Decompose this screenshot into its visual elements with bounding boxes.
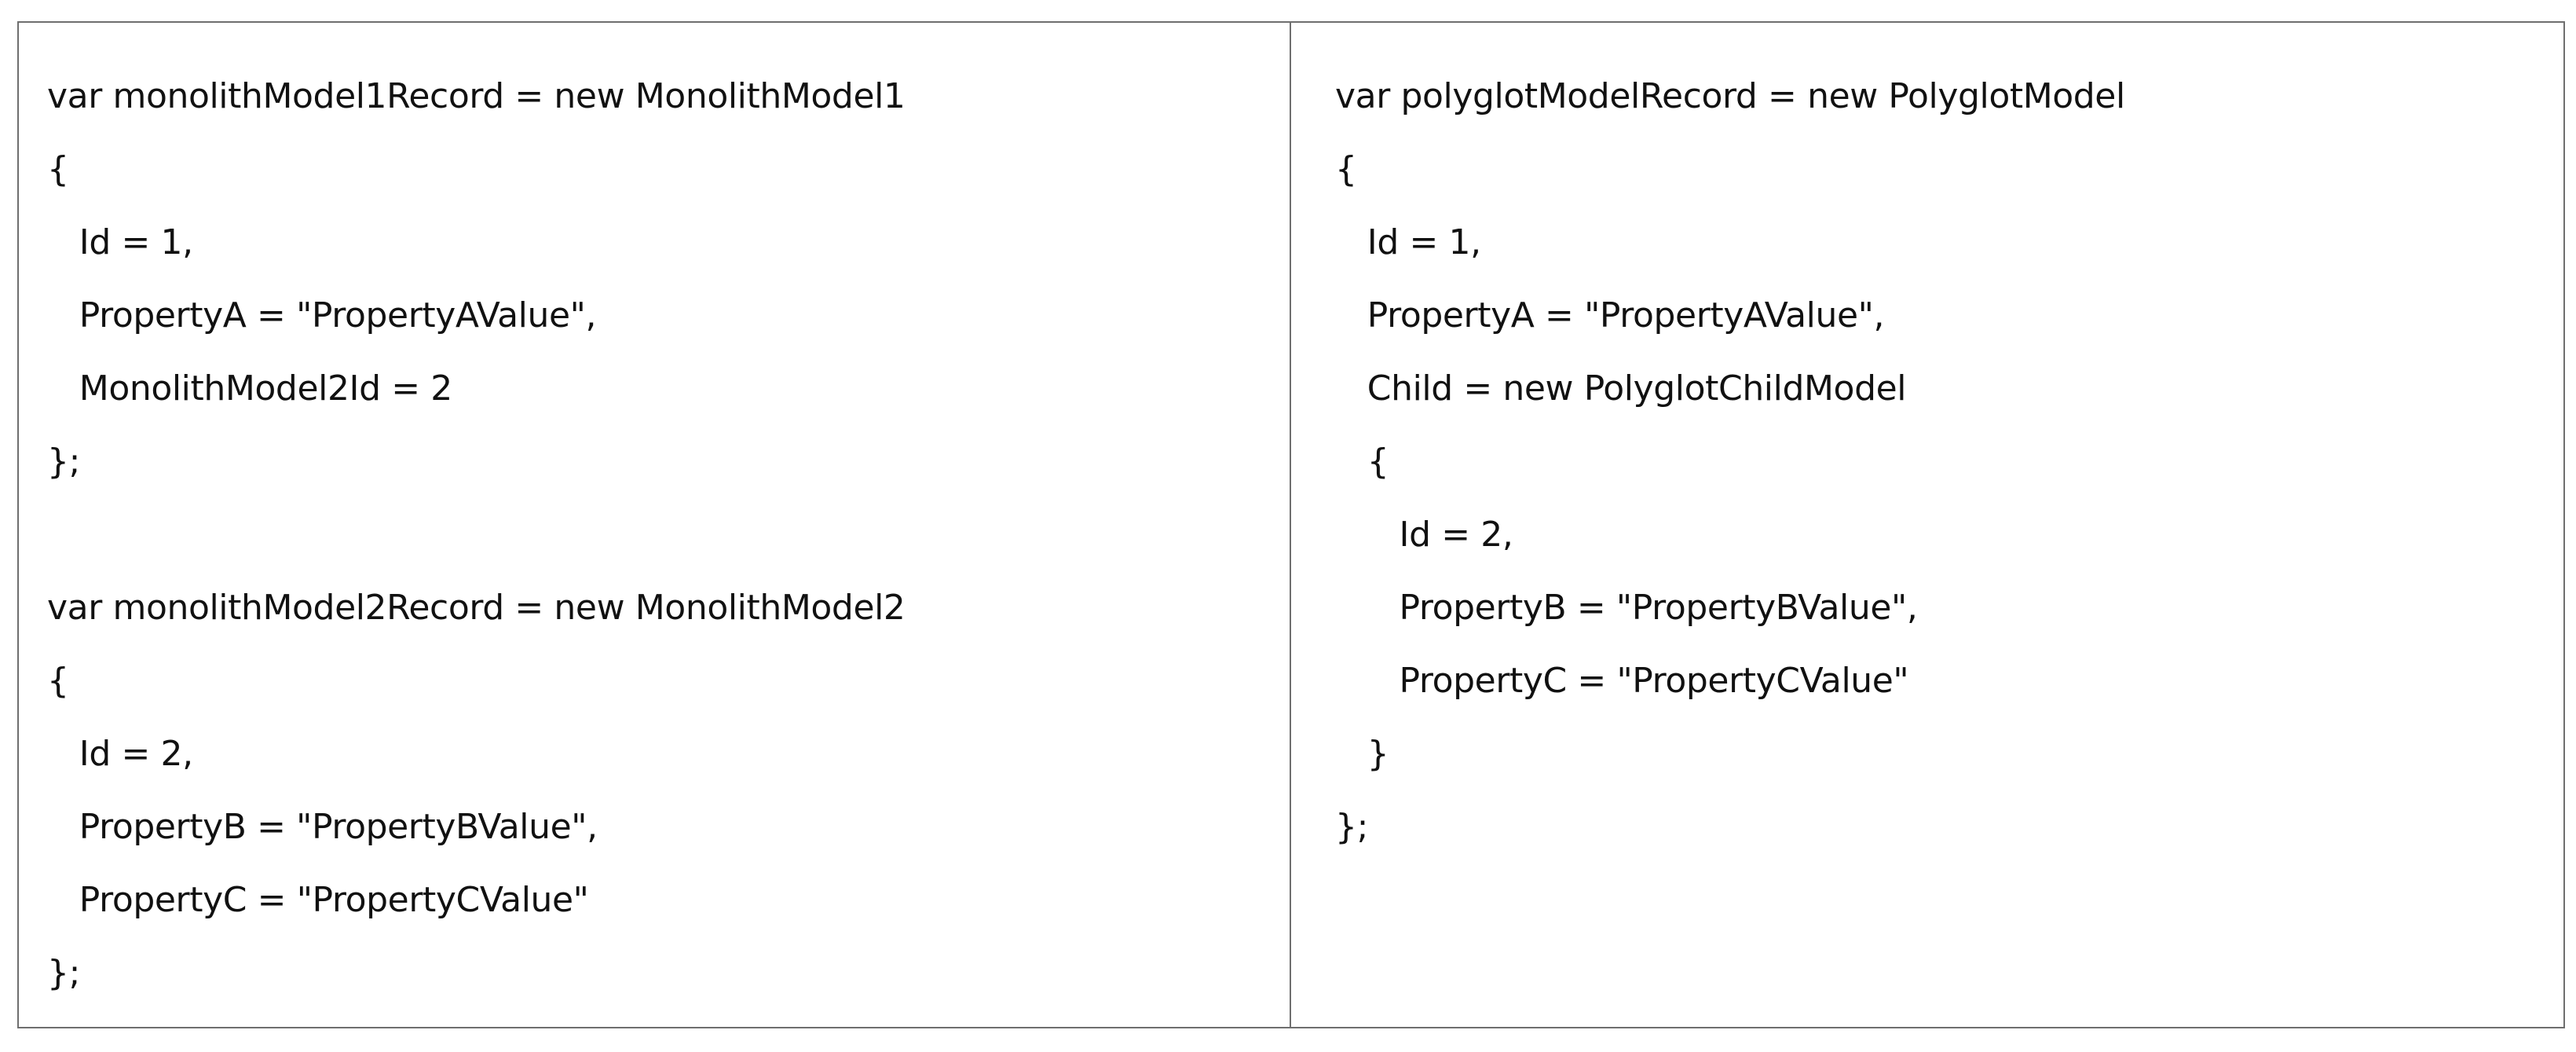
- code-line: };: [1335, 807, 1369, 847]
- code-line: {: [1335, 442, 1389, 482]
- code-line: Id = 1,: [47, 222, 193, 262]
- code-line: PropertyC = "PropertyCValue": [47, 880, 589, 920]
- code-line: var polyglotModelRecord = new PolyglotMo…: [1335, 76, 2125, 116]
- code-line: PropertyA = "PropertyAValue",: [1335, 295, 1885, 335]
- code-line: PropertyA = "PropertyAValue",: [47, 295, 597, 335]
- code-line: Child = new PolyglotChildModel: [1335, 368, 1907, 409]
- code-line: {: [47, 661, 69, 701]
- code-line: {: [1335, 149, 1357, 189]
- code-line: Id = 1,: [1335, 222, 1481, 262]
- code-line: var monolithModel2Record = new MonolithM…: [47, 588, 906, 628]
- code-line: PropertyC = "PropertyCValue": [1335, 661, 1909, 701]
- monolith-code-panel: var monolithModel1Record = new MonolithM…: [19, 23, 1291, 1027]
- code-line: }: [1335, 734, 1389, 774]
- code-line: PropertyB = "PropertyBValue",: [1335, 588, 1918, 628]
- code-line: Id = 2,: [1335, 515, 1513, 555]
- code-comparison-table: var monolithModel1Record = new MonolithM…: [17, 21, 2565, 1028]
- polyglot-code-panel: var polyglotModelRecord = new PolyglotMo…: [1291, 23, 2563, 1027]
- code-line: MonolithModel2Id = 2: [47, 368, 453, 409]
- code-line: PropertyB = "PropertyBValue",: [47, 807, 598, 847]
- code-line: {: [47, 149, 69, 189]
- code-line: };: [47, 953, 81, 993]
- code-line: Id = 2,: [47, 734, 193, 774]
- code-line: var monolithModel1Record = new MonolithM…: [47, 76, 906, 116]
- code-line: };: [47, 442, 81, 482]
